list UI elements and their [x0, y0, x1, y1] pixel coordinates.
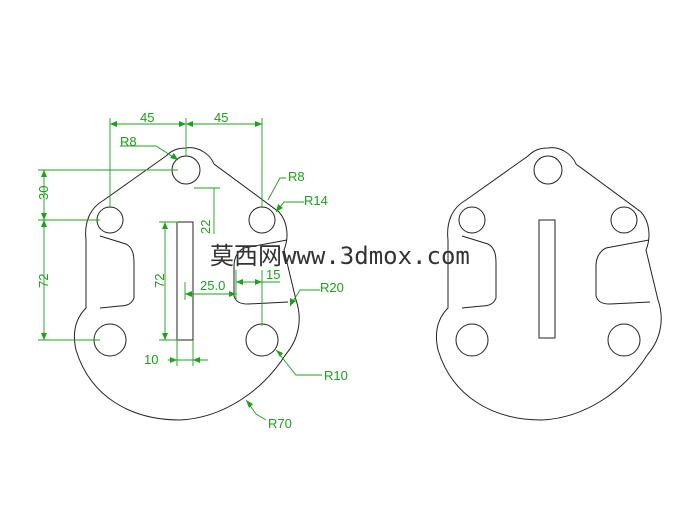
- dim-r20: R20: [320, 280, 344, 295]
- dim-22: 22: [198, 220, 213, 234]
- hole-lower-right: [245, 323, 279, 357]
- hole-upper-right: [248, 206, 276, 234]
- dimension-arrows: [41, 121, 296, 408]
- dim-r10: R10: [324, 368, 348, 383]
- dim-45-left: 45: [140, 110, 154, 125]
- watermark-text: 莫西网www.3dmox.com: [210, 242, 470, 270]
- dim-r8-right: R8: [288, 169, 305, 184]
- right-part-outline: [435, 147, 662, 421]
- dim-72-outer: 72: [36, 274, 51, 288]
- dim-r14: R14: [304, 193, 328, 208]
- left-part-outline: [73, 147, 300, 421]
- dim-r70: R70: [268, 416, 292, 431]
- dimension-labels: 45 45 R8 R8 R14 30 22 72 72 25.0 15 R20 …: [36, 110, 348, 431]
- hole-upper-left: [96, 206, 124, 234]
- dimension-lines: [38, 118, 322, 421]
- center-slot: [176, 221, 194, 341]
- dim-10: 10: [144, 352, 158, 367]
- dim-30: 30: [36, 186, 51, 200]
- dim-15: 15: [266, 267, 280, 282]
- dim-45-right: 45: [214, 110, 228, 125]
- dim-r8-top: R8: [120, 134, 137, 149]
- dim-25: 25.0: [200, 278, 225, 293]
- dim-72-inner: 72: [152, 274, 167, 288]
